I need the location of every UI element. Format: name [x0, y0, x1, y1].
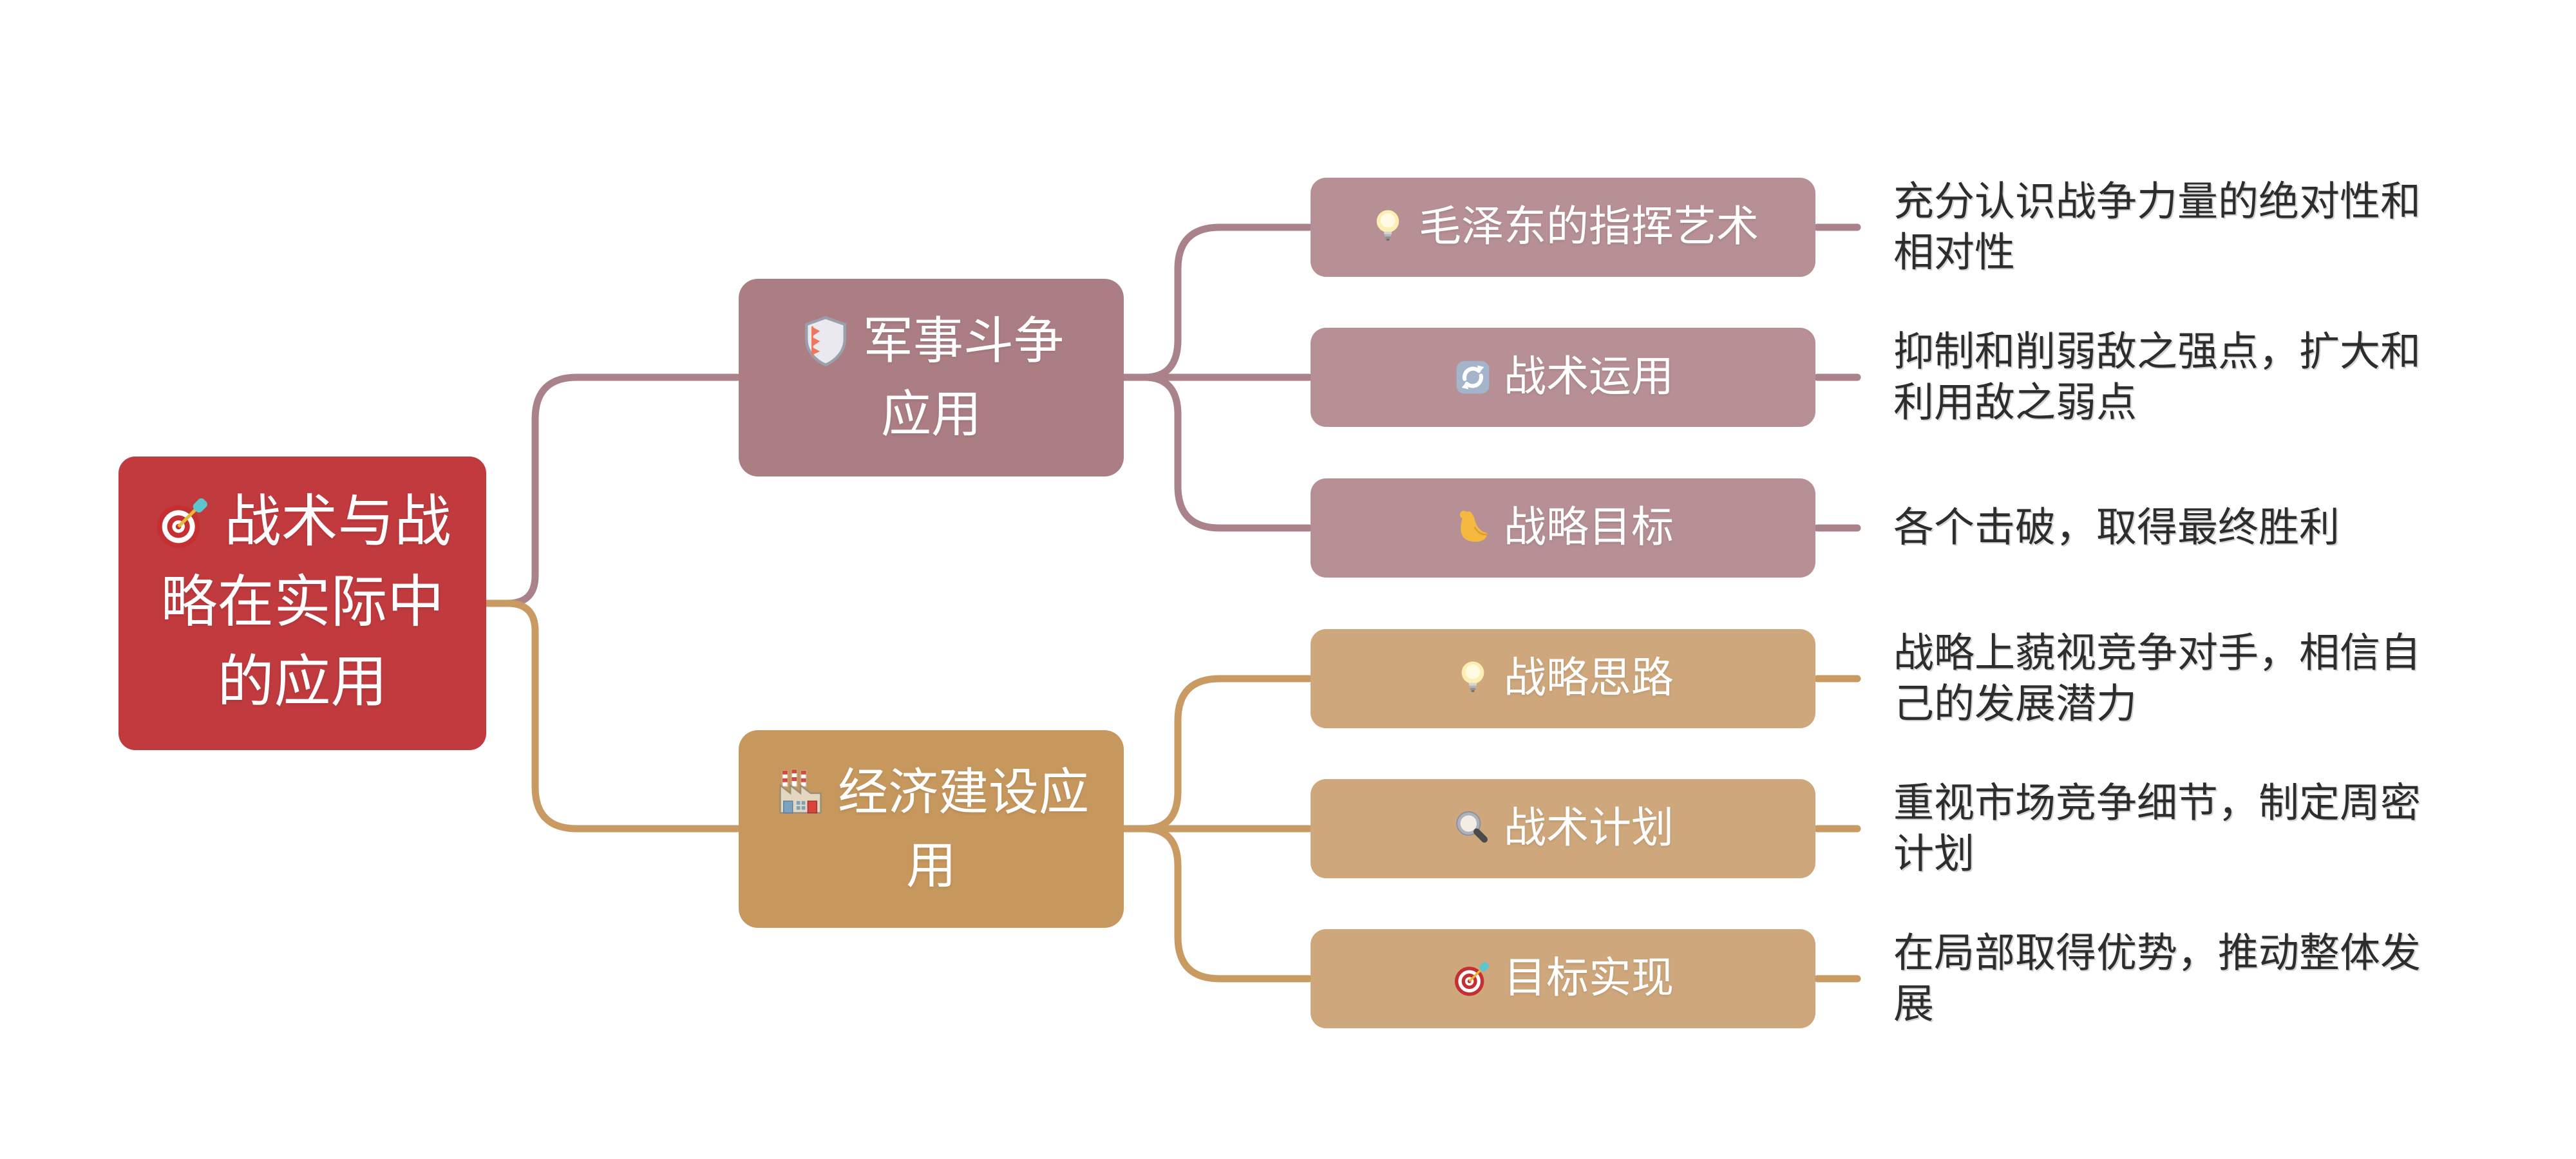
- leaf-label-mao-command-art: 毛泽东的指挥艺术: [1419, 203, 1759, 251]
- root-label-line2: 略在实际中: [160, 571, 444, 634]
- root-node[interactable]: 战术与战 略在实际中 的应用: [118, 457, 486, 750]
- root-label-line3: 的应用: [217, 652, 388, 715]
- biceps-icon: [1452, 507, 1493, 549]
- leaf-row: 战术运用: [1452, 352, 1674, 402]
- branch-military-line-1: 军事斗争: [799, 305, 1064, 377]
- branch-economic-label-line2: 用: [905, 837, 956, 894]
- connector-root-to-military: [504, 373, 741, 607]
- arrows-icon: [1452, 357, 1493, 398]
- leaf-node-tactical-plan[interactable]: 战术计划: [1311, 779, 1815, 878]
- connector-economic-leaf4: [1141, 675, 1313, 833]
- target-icon: [153, 493, 214, 553]
- desc-tactics-use[interactable]: 抑制和削弱敌之强点，扩大和 利用敌之弱点: [1893, 329, 2421, 425]
- branch-economic-line-1: 经济建设应: [773, 756, 1089, 829]
- leaf-node-goal-realization[interactable]: 目标实现: [1311, 929, 1815, 1028]
- desc-mao-command-art[interactable]: 充分认识战争力量的绝对性和 相对性: [1893, 179, 2421, 275]
- root-line-1: 战术与战: [153, 483, 451, 563]
- leaf-node-strategic-goal[interactable]: 战略目标: [1311, 478, 1815, 578]
- branch-military-label-line2: 应用: [880, 386, 981, 442]
- leaf-label-goal-realization: 目标实现: [1504, 955, 1674, 1003]
- leaf-row: 毛泽东的指挥艺术: [1367, 202, 1759, 252]
- magnifier-icon: [1452, 808, 1493, 849]
- leaf-label-strategic-thinking: 战略思路: [1504, 655, 1674, 702]
- root-label-line1: 战术与战: [224, 491, 451, 554]
- leaf-row: 战略思路: [1452, 653, 1674, 704]
- leaf-label-strategic-goal: 战略目标: [1504, 504, 1674, 552]
- leaf-row: 战术计划: [1452, 803, 1674, 854]
- leaf-node-strategic-thinking[interactable]: 战略思路: [1311, 629, 1815, 728]
- target-icon: [1452, 958, 1493, 999]
- root-line-3: 的应用: [217, 643, 387, 724]
- desc-goal-realization[interactable]: 在局部取得优势，推动整体发 展: [1893, 930, 2421, 1026]
- factory-icon: [773, 766, 828, 820]
- connector-root-to-economic: [504, 599, 741, 833]
- leaf-node-tactics-use[interactable]: 战术运用: [1311, 328, 1815, 427]
- branch-military-line-2: 应用: [881, 378, 981, 451]
- shield-icon: [799, 314, 853, 368]
- desc-strategic-thinking[interactable]: 战略上藐视竞争对手，相信自 己的发展潜力: [1893, 630, 2421, 726]
- leaf-label-tactical-plan: 战术计划: [1504, 805, 1674, 853]
- connector-military-leaf3: [1141, 373, 1313, 532]
- leaf-label-tactics-use: 战术运用: [1504, 353, 1674, 401]
- desc-strategic-goal[interactable]: 各个击破，取得最终胜利: [1893, 505, 2340, 551]
- leaf-row: 目标实现: [1452, 953, 1674, 1004]
- connector-economic-leaf6: [1141, 825, 1313, 983]
- branch-node-military[interactable]: 军事斗争 应用: [739, 279, 1124, 476]
- bulb-icon: [1452, 658, 1493, 699]
- branch-military-label-line1: 军事斗争: [862, 313, 1064, 370]
- branch-economic-label-line1: 经济建设应: [837, 764, 1089, 821]
- leaf-row: 战略目标: [1452, 502, 1674, 553]
- bulb-icon: [1367, 207, 1408, 248]
- root-line-2: 略在实际中: [160, 563, 444, 644]
- branch-node-economic[interactable]: 经济建设应 用: [739, 730, 1124, 928]
- leaf-node-mao-command-art[interactable]: 毛泽东的指挥艺术: [1311, 178, 1815, 277]
- desc-tactical-plan[interactable]: 重视市场竞争细节，制定周密 计划: [1893, 780, 2421, 876]
- connector-military-leaf1: [1141, 223, 1313, 381]
- branch-economic-line-2: 用: [906, 829, 956, 902]
